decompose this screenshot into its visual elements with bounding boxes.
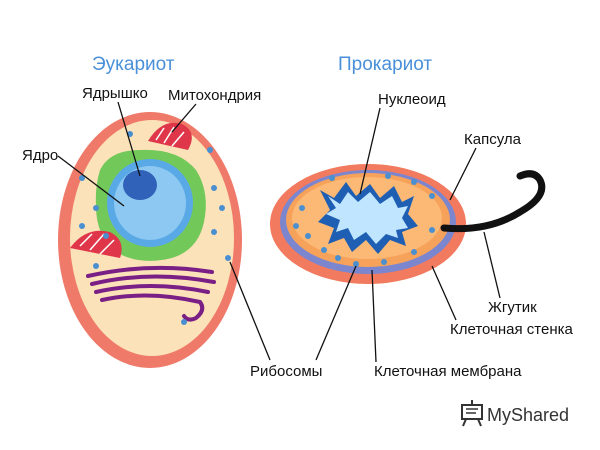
- leader-mitochondrion: [171, 103, 197, 133]
- presentation-board-icon: [461, 400, 483, 427]
- label-ribosomes: Рибосомы: [250, 363, 322, 380]
- nucleoid-light: [326, 192, 408, 244]
- prokaryote-cell: [270, 164, 546, 284]
- label-cell-membrane: Клеточная мембрана: [374, 363, 522, 380]
- watermark-text: MyShared: [487, 405, 569, 425]
- leader-cell-wall: [431, 265, 457, 321]
- leader-ribosomes-pro: [315, 265, 357, 361]
- leader-lines: [57, 101, 501, 363]
- leader-ribosomes-euk: [229, 261, 271, 361]
- prokaryote-ribosomes: [293, 173, 435, 267]
- flagellum: [440, 170, 546, 233]
- mitochondrion-left: [70, 230, 122, 258]
- prokaryote-title: Прокариот: [338, 54, 432, 75]
- leader-flagellum: [483, 231, 501, 299]
- watermark: MyShared: [461, 400, 569, 427]
- label-capsule: Капсула: [464, 131, 522, 148]
- eukaryote-title: Эукариот: [92, 54, 175, 75]
- leader-nucleoid: [359, 107, 381, 195]
- label-nucleolus: Ядрышко: [82, 85, 148, 102]
- leader-cell-membrane: [371, 269, 377, 363]
- label-flagellum: Жгутик: [488, 299, 537, 316]
- leader-nucleus: [57, 155, 125, 207]
- nucleolus: [123, 170, 157, 200]
- label-cell-wall: Клеточная стенка: [450, 321, 573, 338]
- eukaryote-ribosomes: [79, 131, 231, 325]
- label-nucleus: Ядро: [22, 147, 58, 164]
- eukaryote-cell: [58, 112, 242, 368]
- leader-capsule: [449, 147, 477, 201]
- mitochondrion-top: [148, 122, 192, 150]
- label-nucleoid: Нуклеоид: [378, 91, 446, 108]
- label-mitochondrion: Митохондрия: [168, 87, 261, 104]
- leader-nucleolus: [117, 101, 141, 177]
- golgi-apparatus: [86, 265, 216, 322]
